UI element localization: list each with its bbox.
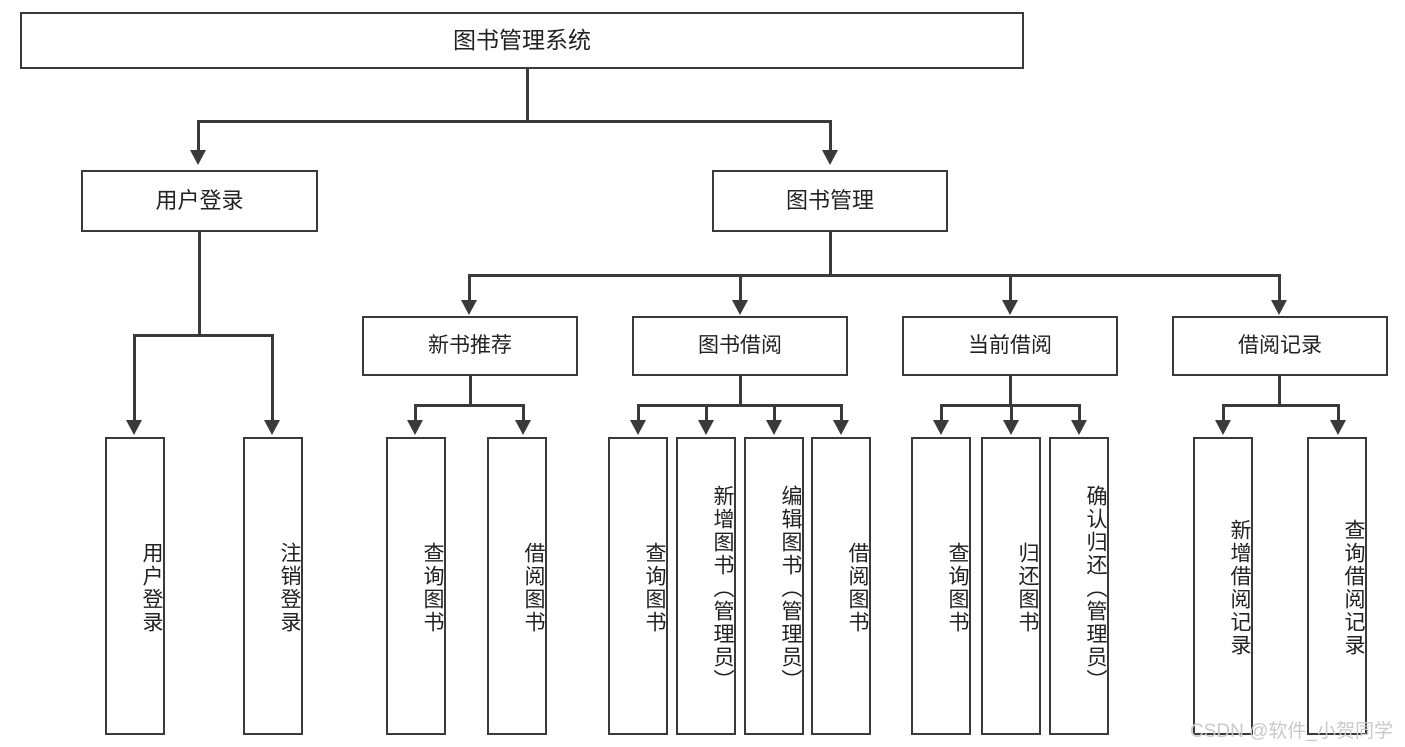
edge-user-login-stem [198,232,201,336]
node-label: 归还图书 [1016,542,1039,634]
edge-root-bus [197,120,830,123]
edge-book-manage-drop-1 [468,274,471,302]
node-label: 新增借阅记录 [1228,519,1251,657]
node-borrow-record[interactable]: 借阅记录 [1172,316,1388,376]
edge-root-to-book-manage [829,120,832,152]
edge-root-stem [526,69,529,122]
node-label: 用户登录 [140,542,163,634]
node-leaf-borrow-book-2[interactable]: 借阅图书 [811,437,871,735]
edge-book-manage-stem [829,232,832,276]
node-leaf-query-record[interactable]: 查询借阅记录 [1307,437,1367,735]
edge-book-manage-drop-2 [739,274,742,302]
arrow-leaf-edit-book [766,420,782,435]
node-label: 编辑图书（管理员） [779,484,802,692]
node-label: 图书借阅 [698,333,782,357]
node-label: 查询借阅记录 [1342,519,1365,657]
node-leaf-add-record[interactable]: 新增借阅记录 [1193,437,1253,735]
edge-new-book-rec-bus [414,404,524,407]
edge-root-to-user-login [197,120,200,152]
node-book-borrow[interactable]: 图书借阅 [632,316,848,376]
edge-current-borrow-drop-2 [1010,404,1013,422]
node-label: 用户登录 [155,188,244,214]
node-leaf-add-book[interactable]: 新增图书（管理员） [676,437,736,735]
edge-book-borrow-drop-4 [840,404,843,422]
node-label: 注销登录 [278,542,301,634]
node-leaf-return-book[interactable]: 归还图书 [981,437,1041,735]
arrow-to-book-borrow [732,300,748,315]
edge-current-borrow-drop-1 [940,404,943,422]
node-leaf-user-login[interactable]: 用户登录 [105,437,165,735]
arrow-to-book-manage [822,150,838,165]
edge-current-borrow-stem [1009,376,1012,406]
edge-user-login-bus [133,334,273,337]
node-current-borrow[interactable]: 当前借阅 [902,316,1118,376]
node-label: 查询图书 [643,542,666,634]
edge-user-login-drop-1 [133,334,136,422]
edge-book-borrow-stem [739,376,742,406]
node-leaf-edit-book[interactable]: 编辑图书（管理员） [744,437,804,735]
arrow-leaf-borrow-book-1 [515,420,531,435]
edge-book-manage-drop-4 [1278,274,1281,302]
node-root-system[interactable]: 图书管理系统 [20,12,1024,69]
node-label: 查询图书 [946,542,969,634]
edge-borrow-record-drop-1 [1222,404,1225,422]
node-leaf-query-book-3[interactable]: 查询图书 [911,437,971,735]
node-label: 借阅记录 [1238,333,1322,357]
arrow-leaf-add-book [698,420,714,435]
arrow-to-user-login [190,150,206,165]
arrow-leaf-query-book-2 [630,420,646,435]
arrow-leaf-return-book [1003,420,1019,435]
edge-book-borrow-drop-3 [773,404,776,422]
node-new-book-rec[interactable]: 新书推荐 [362,316,578,376]
edge-book-manage-bus [468,274,1280,277]
edge-book-borrow-bus [637,404,842,407]
edge-current-borrow-drop-3 [1078,404,1081,422]
node-leaf-query-book-1[interactable]: 查询图书 [386,437,446,735]
arrow-to-current-borrow [1002,300,1018,315]
node-label: 借阅图书 [846,542,869,634]
node-label: 新书推荐 [428,333,512,357]
node-label: 借阅图书 [522,542,545,634]
arrow-to-borrow-record [1271,300,1287,315]
arrow-leaf-user-logout [264,420,280,435]
arrow-to-new-book-rec [461,300,477,315]
edge-borrow-record-bus [1222,404,1339,407]
node-label: 查询图书 [421,542,444,634]
edge-user-login-drop-2 [271,334,274,422]
node-leaf-confirm-return[interactable]: 确认归还（管理员） [1049,437,1109,735]
edge-new-book-rec-drop-2 [522,404,525,422]
edge-new-book-rec-stem [469,376,472,406]
node-leaf-borrow-book-1[interactable]: 借阅图书 [487,437,547,735]
node-label: 当前借阅 [968,333,1052,357]
arrow-leaf-add-record [1215,420,1231,435]
edge-book-borrow-drop-2 [705,404,708,422]
edge-new-book-rec-drop-1 [414,404,417,422]
arrow-leaf-query-book-3 [933,420,949,435]
node-leaf-user-logout[interactable]: 注销登录 [243,437,303,735]
edge-borrow-record-drop-2 [1337,404,1340,422]
node-leaf-query-book-2[interactable]: 查询图书 [608,437,668,735]
arrow-leaf-confirm-return [1071,420,1087,435]
node-label: 新增图书（管理员） [711,484,734,692]
node-label: 确认归还（管理员） [1084,484,1107,692]
node-label: 图书管理 [785,188,874,214]
arrow-leaf-borrow-book-2 [833,420,849,435]
edge-borrow-record-stem [1278,376,1281,406]
arrow-leaf-user-login [126,420,142,435]
arrow-leaf-query-book-1 [407,420,423,435]
edge-book-manage-drop-3 [1009,274,1012,302]
edge-book-borrow-drop-1 [637,404,640,422]
arrow-leaf-query-record [1330,420,1346,435]
node-book-manage[interactable]: 图书管理 [712,170,948,232]
node-label: 图书管理系统 [453,26,591,53]
node-user-login[interactable]: 用户登录 [81,170,318,232]
